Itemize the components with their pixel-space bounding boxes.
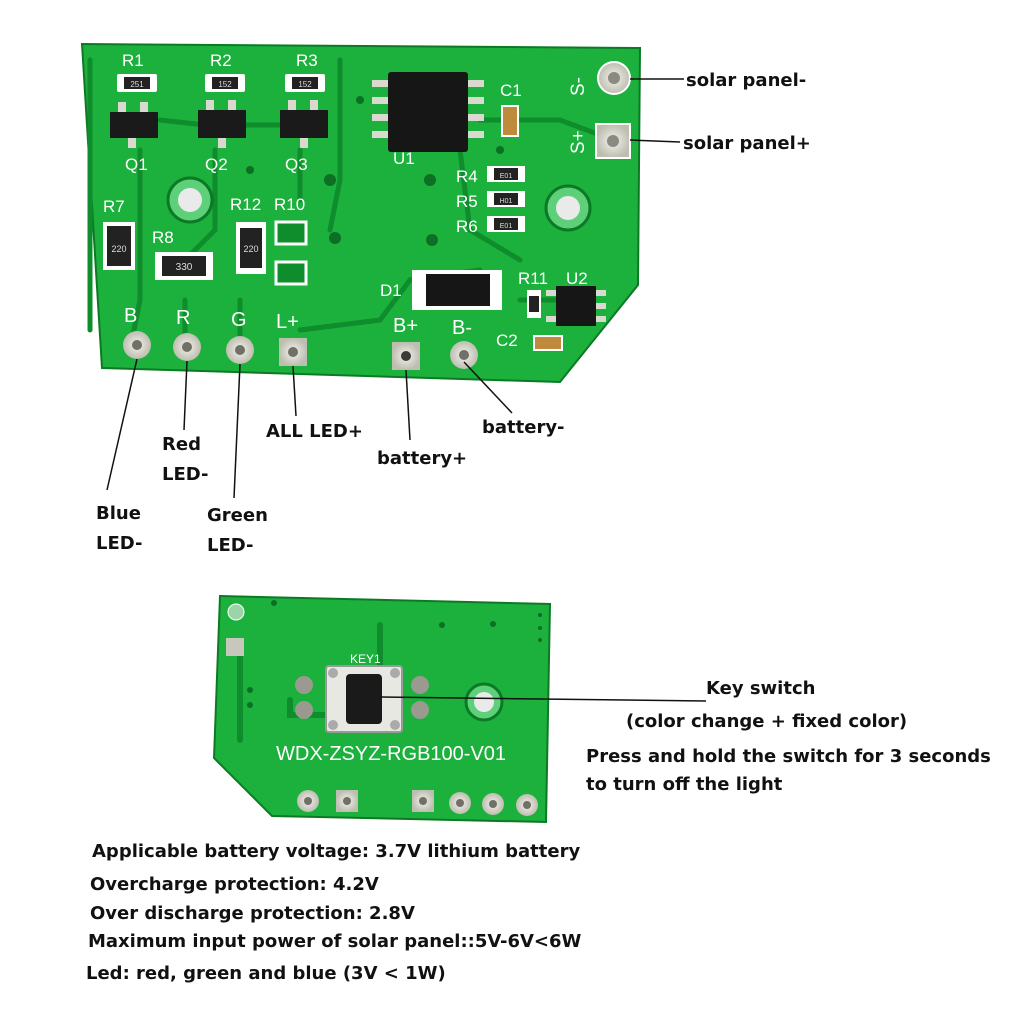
pad-g-label: G [231, 309, 247, 331]
label-battery-minus: battery- [482, 417, 565, 438]
r8-code: 330 [176, 262, 193, 273]
r10-ref: R10 [274, 195, 305, 214]
main-pcb-board: 251 152 152 [80, 42, 642, 384]
q3-ref: Q3 [285, 155, 308, 174]
key1-ref: KEY1 [350, 652, 381, 666]
label-green-led-line2: LED- [207, 535, 254, 556]
pad-lplus-label: L+ [276, 311, 299, 333]
s-minus-ref: S- [568, 77, 589, 96]
spec-overcharge: Overcharge protection: 4.2V [90, 874, 379, 895]
r3-ref: R3 [296, 51, 318, 70]
key-switch-leader-line [379, 696, 707, 702]
board-model-text: WDX-ZSYZ-RGB100-V01 [276, 743, 506, 765]
spec-led: Led: red, green and blue (3V < 1W) [86, 963, 446, 984]
r4-ref: R4 [456, 167, 478, 186]
r1-ref: R1 [122, 51, 144, 70]
label-red-led-line1: Red [162, 434, 201, 455]
spec-battery-voltage: Applicable battery voltage: 3.7V lithium… [92, 841, 581, 862]
label-blue-led-line2: LED- [96, 533, 143, 554]
label-solar-panel-minus: solar panel- [686, 70, 807, 91]
key-switch-pcb-board: KEY1 WDX-ZSYZ-RGB100-V01 [212, 594, 552, 824]
r8-ref: R8 [152, 228, 174, 247]
r6-ref: R6 [456, 217, 478, 236]
label-all-led-plus: ALL LED+ [266, 421, 363, 442]
r2-code: 152 [218, 80, 232, 89]
r11-ref: R11 [518, 269, 548, 288]
pad-bplus-label: B+ [393, 315, 418, 337]
r6-code: E01 [500, 223, 513, 230]
label-red-led-line2: LED- [162, 464, 209, 485]
r4-code: E01 [500, 173, 513, 180]
q1-ref: Q1 [125, 155, 148, 174]
r12-ref: R12 [230, 195, 261, 214]
r2-ref: R2 [210, 51, 232, 70]
label-hold-line2: to turn off the light [586, 774, 783, 795]
r7-code: 220 [111, 244, 126, 254]
u1-ref: U1 [393, 149, 415, 168]
r5-code: H01 [500, 198, 513, 205]
spec-over-discharge: Over discharge protection: 2.8V [90, 903, 415, 924]
u1-chip [388, 72, 468, 152]
d1-ref: D1 [380, 281, 402, 300]
q2-ref: Q2 [205, 155, 228, 174]
pad-bminus-label: B- [452, 317, 472, 339]
u2-ref: U2 [566, 269, 588, 288]
pad-r-label: R [176, 307, 190, 329]
label-blue-led-line1: Blue [96, 503, 141, 524]
label-solar-panel-plus: solar panel+ [683, 133, 811, 154]
label-hold-line1: Press and hold the switch for 3 seconds [586, 746, 991, 767]
s-plus-ref: S+ [568, 130, 589, 154]
r7-ref: R7 [103, 197, 125, 216]
r3-code: 152 [298, 80, 312, 89]
pad-b-label: B [124, 305, 137, 327]
label-key-switch: Key switch [706, 678, 816, 699]
r12-code: 220 [243, 244, 258, 254]
r1-code: 251 [130, 80, 144, 89]
leader-lines-top [106, 78, 684, 499]
c1-ref: C1 [500, 81, 522, 100]
label-battery-plus: battery+ [377, 448, 468, 469]
label-green-led-line1: Green [207, 505, 268, 526]
c2-ref: C2 [496, 331, 518, 350]
label-key-switch-mode: (color change + fixed color) [626, 711, 908, 732]
spec-solar-input: Maximum input power of solar panel::5V-6… [88, 931, 582, 952]
r5-ref: R5 [456, 192, 478, 211]
